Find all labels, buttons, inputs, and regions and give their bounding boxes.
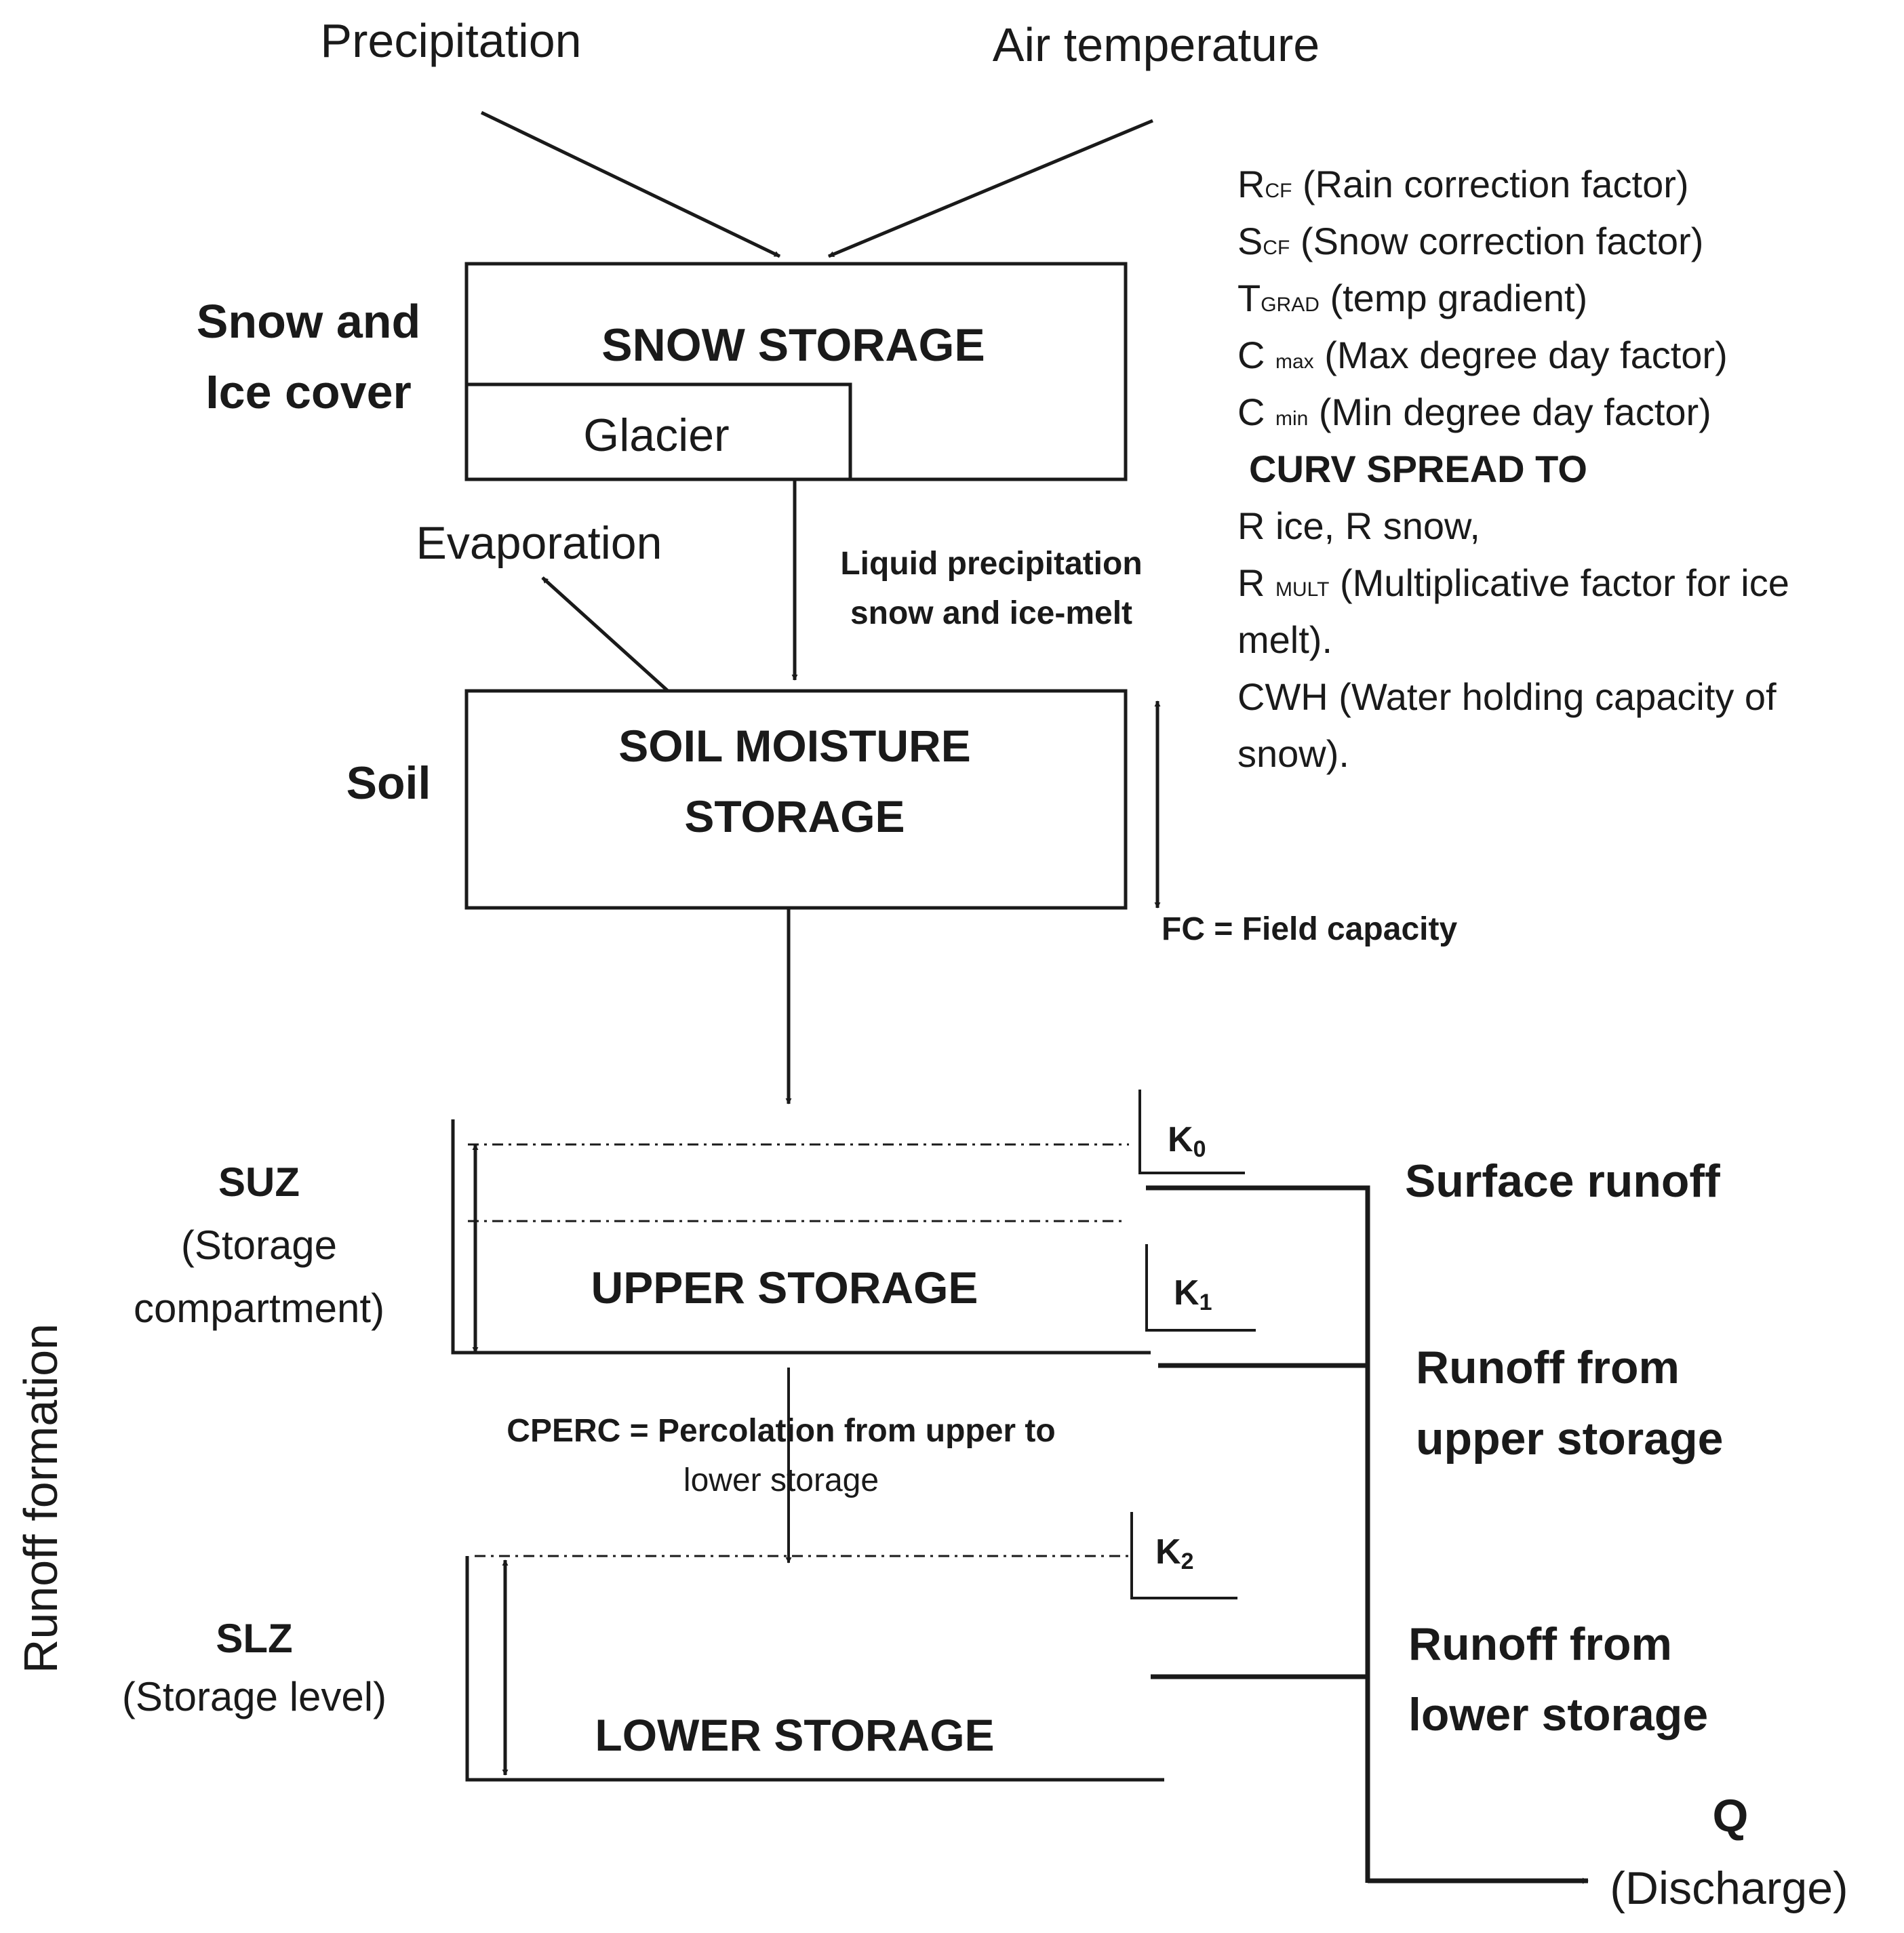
param-cwh-line1: CWH (Water holding capacity of	[1237, 675, 1777, 718]
lower-storage-container	[465, 1556, 1164, 1782]
snow-storage-label: SNOW STORAGE	[601, 319, 985, 371]
cperc-label-line1: CPERC = Percolation from upper to	[507, 1413, 1055, 1449]
suz-desc-line2: compartment)	[134, 1286, 384, 1331]
lower-runoff-label-line2: lower storage	[1408, 1689, 1708, 1740]
snow-ice-zone-label-line2: Ice cover	[205, 365, 412, 418]
param-tgrad: TGRAD (temp gradient)	[1237, 277, 1587, 319]
lower-runoff-label-line1: Runoff from	[1408, 1618, 1672, 1670]
glacier-label: Glacier	[583, 410, 729, 461]
param-cwh-line2: snow).	[1237, 732, 1349, 775]
k2-label: K2	[1155, 1532, 1193, 1574]
surface-runoff-label: Surface runoff	[1405, 1155, 1720, 1207]
evaporation-arrow	[541, 576, 669, 692]
liquid-precipitation-label-line1: Liquid precipitation	[840, 546, 1142, 582]
soil-moisture-storage-box	[464, 689, 1128, 910]
snow-ice-zone-label-line1: Snow and	[197, 295, 421, 348]
k2-bracket	[1130, 1512, 1237, 1599]
q-label: Q	[1713, 1790, 1749, 1841]
param-rice: R ice, R snow,	[1237, 504, 1480, 547]
upper-runoff-label-line2: upper storage	[1416, 1413, 1723, 1464]
slz-desc: (Storage level)	[122, 1674, 386, 1719]
precipitation-label: Precipitation	[320, 14, 581, 67]
upper-storage-label: UPPER STORAGE	[591, 1262, 978, 1313]
suz-desc-line1: (Storage	[181, 1222, 337, 1268]
k1-label: K1	[1174, 1273, 1212, 1315]
k1-bracket	[1145, 1244, 1256, 1332]
soil-moisture-label-line1: SOIL MOISTURE	[618, 721, 971, 771]
param-curv: CURV SPREAD TO	[1249, 447, 1587, 490]
soil-moisture-label-line2: STORAGE	[684, 791, 905, 841]
param-scf: SCF (Snow correction factor)	[1237, 220, 1703, 262]
discharge-label: (Discharge)	[1610, 1862, 1848, 1914]
slz-label: SLZ	[216, 1616, 292, 1661]
param-rcf: RCF (Rain correction factor)	[1237, 163, 1689, 205]
evaporation-label: Evaporation	[416, 517, 662, 569]
glacier-box	[467, 382, 852, 479]
param-rmult-cont: melt).	[1237, 618, 1332, 661]
upper-runoff-label-line1: Runoff from	[1416, 1342, 1680, 1393]
k0-bracket	[1138, 1090, 1245, 1174]
precipitation-arrow	[480, 111, 781, 258]
k0-label: K0	[1168, 1120, 1206, 1162]
lower-storage-label: LOWER STORAGE	[595, 1710, 994, 1760]
param-cmin: C min (Min degree day factor)	[1237, 391, 1711, 433]
field-capacity-label: FC = Field capacity	[1162, 911, 1457, 947]
param-cmax: C max (Max degree day factor)	[1237, 334, 1728, 376]
snow-storage-box	[464, 262, 1128, 481]
surface-runoff-line	[1146, 1185, 1370, 1883]
upper-storage-container	[451, 1119, 1151, 1355]
cperc-label-line2: lower storage	[683, 1462, 879, 1498]
param-rmult: R MULT (Multiplicative factor for ice	[1237, 561, 1789, 604]
liquid-precipitation-label-line2: snow and ice-melt	[850, 595, 1132, 631]
air-temperature-arrow	[828, 119, 1153, 258]
runoff-formation-label: Runoff formation	[14, 1323, 67, 1673]
suz-label: SUZ	[218, 1159, 300, 1205]
soil-zone-label: Soil	[346, 757, 431, 809]
air-temperature-label: Air temperature	[993, 18, 1320, 71]
